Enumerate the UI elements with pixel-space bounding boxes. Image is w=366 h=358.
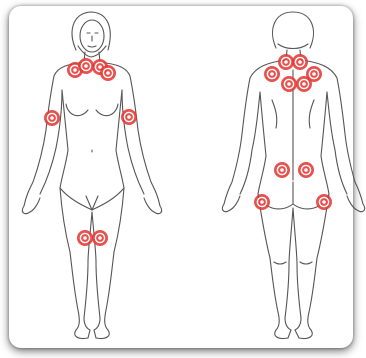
- tender-point-marker: [264, 66, 280, 82]
- tender-point-marker: [281, 76, 297, 92]
- tender-point-marker: [77, 230, 93, 246]
- tender-point-marker: [100, 65, 116, 81]
- tender-point-marker: [274, 162, 290, 178]
- tender-point-marker: [278, 54, 294, 70]
- tender-point-marker: [121, 109, 137, 125]
- tender-point-marker: [92, 230, 108, 246]
- tender-point-marker: [254, 194, 270, 210]
- tender-point-marker: [44, 110, 60, 126]
- tender-points: [44, 54, 332, 246]
- tender-point-marker: [298, 162, 314, 178]
- tender-point-marker: [296, 76, 312, 92]
- tender-point-marker: [292, 54, 308, 70]
- tender-point-marker: [316, 194, 332, 210]
- tender-point-marker: [78, 58, 94, 74]
